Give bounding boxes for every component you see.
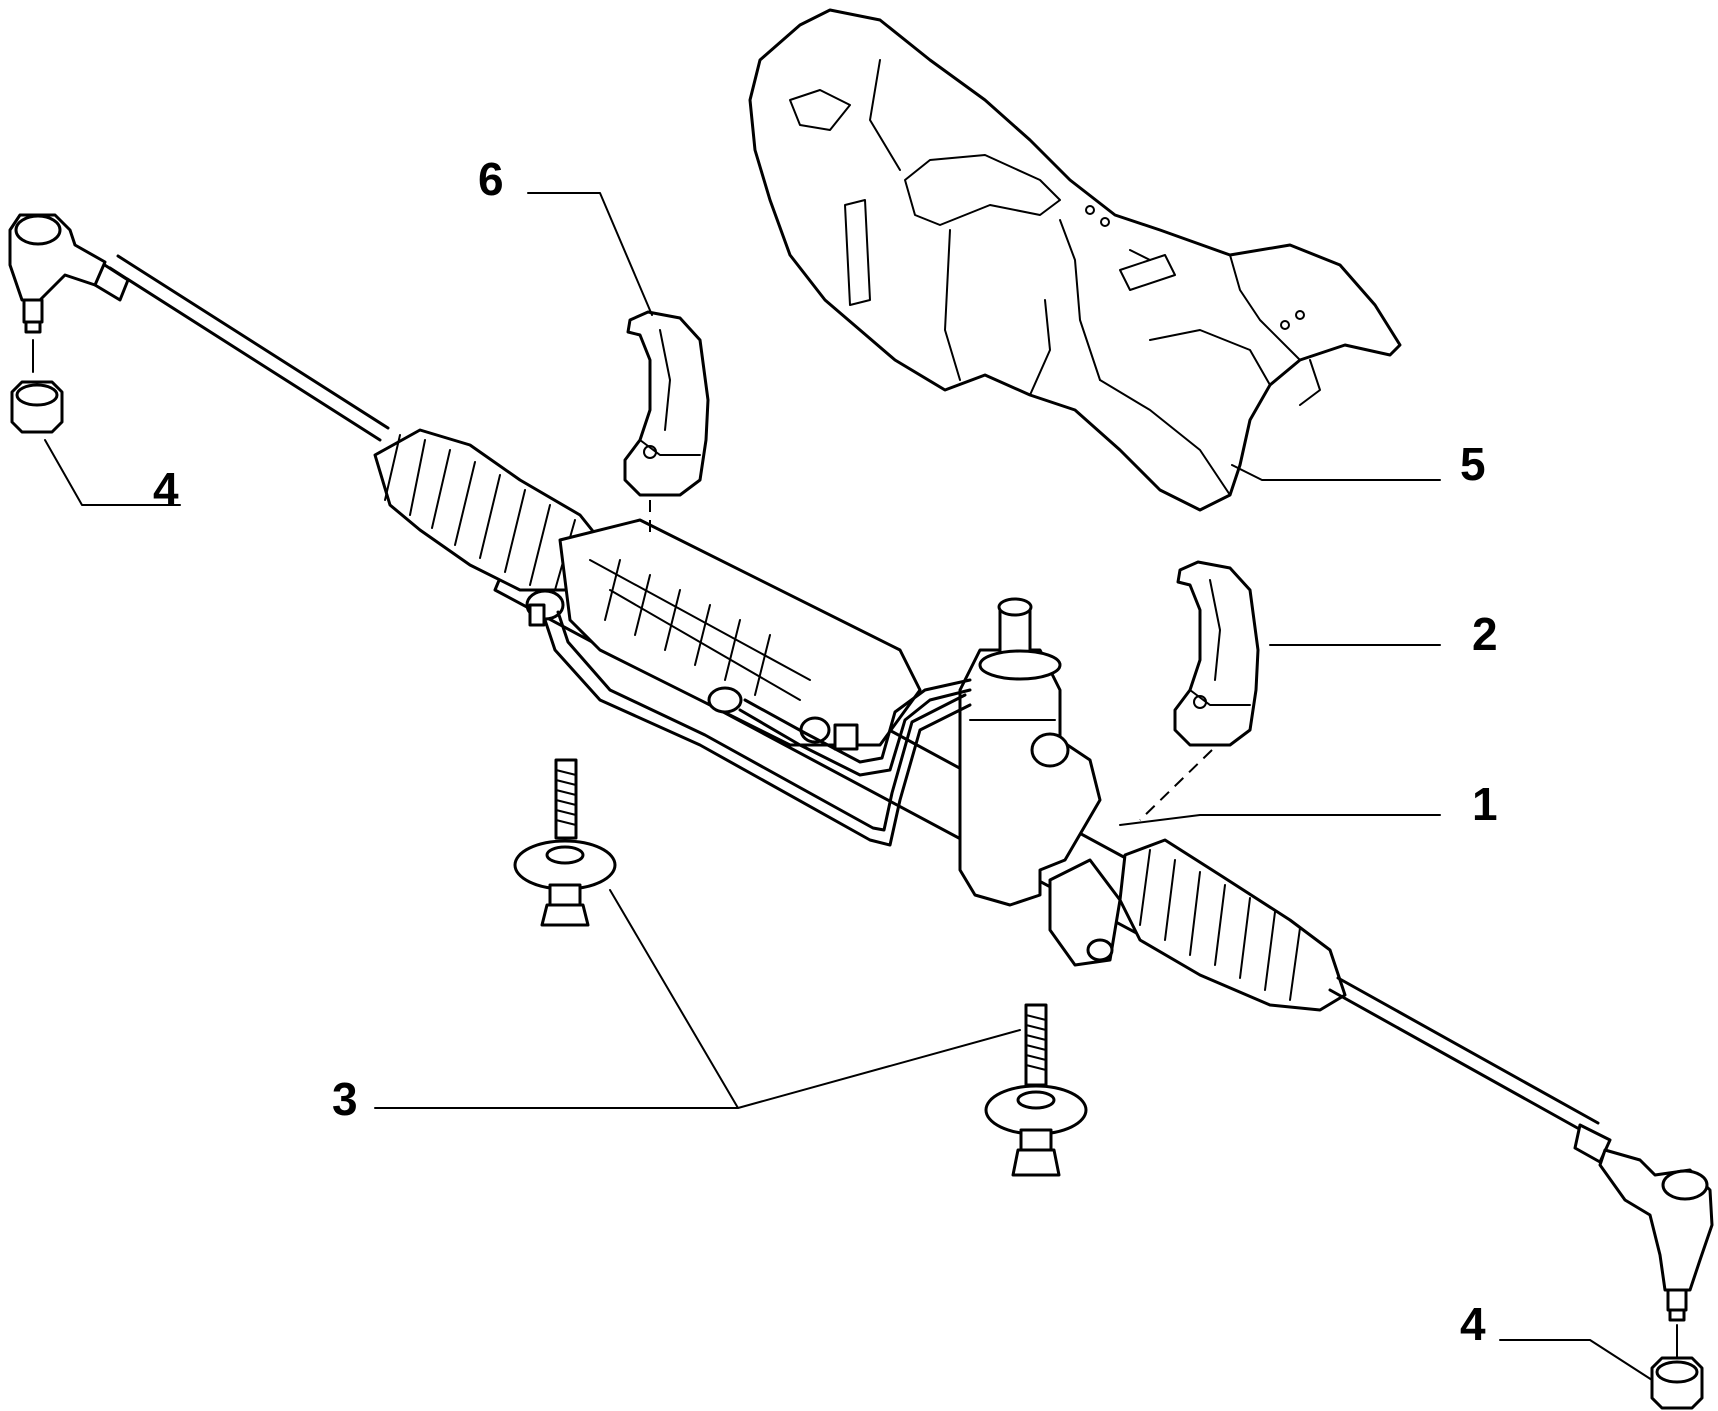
- callout-5: 5: [1460, 438, 1486, 490]
- bracket-lower-guide: [1139, 749, 1213, 821]
- leader-1: [1119, 814, 1441, 826]
- right-tie-rod-end: [1598, 1148, 1714, 1322]
- callout-4-right: 4: [1460, 1298, 1486, 1350]
- right-tie-rod: [1328, 976, 1612, 1164]
- steering-rack: [373, 428, 1347, 1012]
- callout-1: 1: [1472, 778, 1498, 830]
- leader-lines: [44, 192, 1653, 1381]
- callout-2: 2: [1472, 608, 1498, 660]
- bracket-upper: [623, 310, 710, 497]
- mounting-bolt-left: [513, 758, 617, 927]
- heat-shield: [748, 8, 1402, 512]
- callout-4-left: 4: [153, 463, 179, 515]
- leader-3b: [737, 1029, 1021, 1109]
- right-tie-rod-nut: [1650, 1356, 1704, 1410]
- leader-4-right: [1499, 1339, 1653, 1381]
- callout-3: 3: [332, 1073, 358, 1125]
- left-tie-rod-nut: [10, 380, 64, 434]
- bracket-lower: [1173, 560, 1260, 747]
- leader-6: [527, 192, 653, 316]
- leader-5: [1231, 464, 1441, 481]
- left-tie-rod: [93, 254, 390, 442]
- callout-6: 6: [478, 153, 504, 205]
- hydraulic-pipes: [543, 610, 972, 847]
- mounting-bolt-right: [984, 1003, 1088, 1177]
- leader-4-left: [44, 439, 181, 506]
- left-tie-rod-end: [8, 213, 107, 334]
